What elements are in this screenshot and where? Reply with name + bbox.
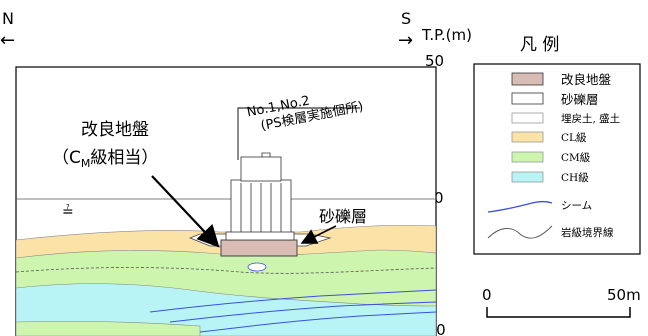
improved-ground-shape: [220, 239, 298, 257]
legend-swatch-backfill: [511, 112, 544, 124]
legend-label-cl-class: CL級: [561, 131, 587, 144]
legend-title: 凡 例: [520, 35, 559, 55]
water-level-icon: ≟: [62, 204, 74, 220]
legend-label-ch-class: CH級: [561, 171, 589, 184]
legend-swatch-gravel: [511, 92, 544, 105]
elevation-tick-50: 50: [425, 52, 444, 70]
legend-label-gravel: 砂礫層: [561, 92, 599, 107]
legend-label-rock-boundary: 岩級境界線: [561, 226, 614, 239]
elevation-unit-label: T.P.(m): [421, 26, 472, 44]
north-label: N: [2, 9, 14, 28]
scale-bar-end-label: 50m: [607, 286, 641, 304]
legend-box: [473, 63, 641, 255]
scale-bar: 0 50m: [482, 286, 641, 318]
legend-label-seam: シーム: [561, 200, 592, 212]
seam-line-2: [169, 301, 436, 323]
seam-lens: [247, 262, 267, 272]
elevation-tick-0: 0: [434, 189, 444, 207]
seam-line-3: [199, 311, 436, 333]
boring-leader-line: [237, 107, 360, 160]
cm-class-lower-band: [16, 320, 201, 336]
improved-ground-label-line2: （CM級相当）: [52, 148, 158, 170]
legend-seam-line: [487, 200, 553, 213]
orientation: N ← S →: [0, 9, 413, 51]
gravel-layer-label: 砂礫層: [319, 207, 367, 226]
legend-swatch-cl-class: [511, 131, 544, 143]
south-label: S: [401, 9, 411, 28]
cross-section: ≟: [15, 66, 437, 336]
legend: 凡 例 改良地盤 砂礫層 埋戻土, 盛土 CL級 CM級 CH級 シーム 岩級境…: [473, 35, 641, 255]
scale-bar-start-label: 0: [482, 286, 492, 304]
improved-ground-arrow: [151, 175, 220, 248]
legend-swatch-improved-ground: [511, 72, 544, 86]
legend-swatch-ch-class: [511, 171, 544, 183]
gravel-layer-arrow: [300, 225, 337, 244]
improved-ground-label-line1: 改良地盤: [81, 120, 149, 140]
scale-bar-line: [486, 307, 631, 318]
legend-rock-boundary-line: [487, 225, 553, 239]
north-arrow-icon: ←: [0, 30, 15, 51]
legend-swatch-cm-class: [511, 151, 544, 163]
rock-class-boundary-line: [16, 267, 436, 274]
south-arrow-icon: →: [398, 30, 413, 51]
legend-label-backfill: 埋戻土, 盛土: [561, 112, 620, 125]
reactor-building: [225, 152, 295, 241]
legend-label-cm-class: CM級: [561, 151, 591, 164]
legend-label-improved-ground: 改良地盤: [561, 72, 612, 87]
seam-line-1: [149, 289, 436, 313]
